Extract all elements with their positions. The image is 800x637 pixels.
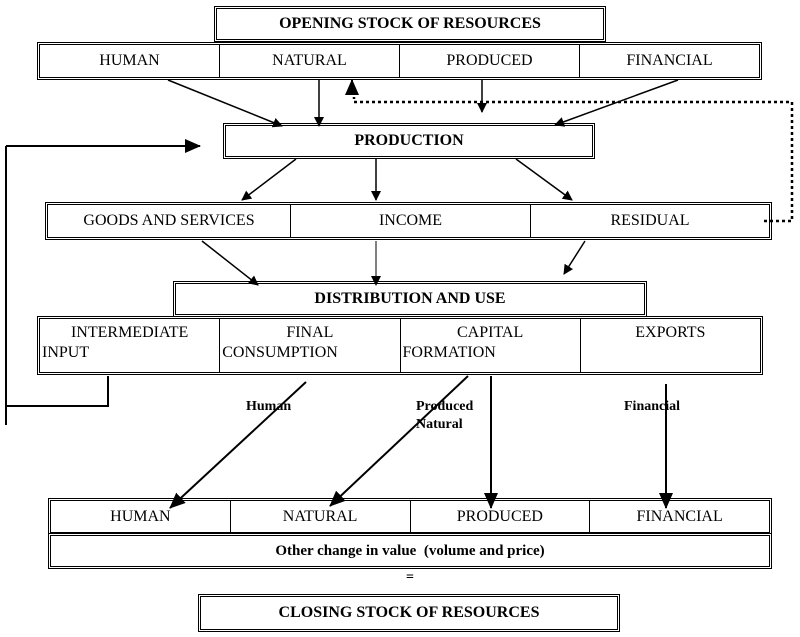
- flow-label-produced: Produced: [416, 399, 474, 414]
- production-outputs-row: GOODS AND SERVICES INCOME RESIDUAL: [45, 202, 772, 240]
- arrow-production-to-goods: [241, 158, 297, 201]
- output-goods-and-services: GOODS AND SERVICES: [48, 205, 291, 237]
- closing-stock-box: CLOSING STOCK OF RESOURCES: [198, 594, 620, 632]
- use-capital-formation: CAPITAL FORMATION: [401, 319, 581, 372]
- closing-resources-row: HUMAN NATURAL PRODUCED FINANCIAL: [48, 498, 772, 535]
- arrow-residual-to-distribution: [563, 240, 586, 275]
- arrow-capital-formation-to-natural: [329, 375, 469, 507]
- opening-stock-box: OPENING STOCK OF RESOURCES: [214, 6, 606, 42]
- distribution-title: DISTRIBUTION AND USE: [314, 290, 506, 307]
- flow-label-human: Human: [246, 399, 292, 414]
- opening-resources-row: HUMAN NATURAL PRODUCED FINANCIAL: [37, 42, 762, 80]
- uses-row: INTERMEDIATE INPUT FINAL CONSUMPTION CAP…: [37, 316, 763, 375]
- flow-label-financial: Financial: [624, 399, 681, 414]
- closing-resource-financial: FINANCIAL: [636, 507, 723, 525]
- arrow-human-to-production: [167, 79, 283, 128]
- other-change-box: Other change in value (volume and price): [48, 533, 772, 569]
- flow-label-natural: Natural: [416, 417, 463, 432]
- opening-resource-produced: PRODUCED: [400, 45, 580, 77]
- use-intermediate-input: INTERMEDIATE INPUT: [40, 319, 221, 372]
- other-change-text: Other change in value (volume and price): [275, 542, 545, 559]
- use-exports-line1: EXPORTS: [635, 324, 706, 341]
- closing-resource-natural: NATURAL: [231, 501, 411, 532]
- arrow-production-to-residual: [515, 158, 573, 201]
- production-title: PRODUCTION: [354, 132, 464, 149]
- use-capital-formation-line1: CAPITAL: [456, 324, 524, 341]
- use-final-consumption-line1: FINAL: [286, 324, 334, 341]
- use-final-consumption: FINAL CONSUMPTION: [220, 319, 401, 372]
- equals-sign: =: [406, 570, 414, 585]
- opening-resource-natural: NATURAL: [220, 45, 400, 77]
- opening-stock-title: OPENING STOCK OF RESOURCES: [279, 15, 541, 32]
- distribution-box: DISTRIBUTION AND USE: [173, 281, 647, 317]
- output-residual: RESIDUAL: [610, 212, 690, 229]
- production-box: PRODUCTION: [223, 123, 595, 159]
- arrow-goods-to-distribution: [201, 240, 259, 286]
- output-income: INCOME: [291, 205, 531, 237]
- closing-resource-human: HUMAN: [51, 501, 231, 532]
- closing-stock-title: CLOSING STOCK OF RESOURCES: [278, 604, 540, 621]
- use-exports: EXPORTS: [581, 319, 760, 372]
- opening-resource-financial: FINANCIAL: [626, 52, 713, 69]
- intermediate-input-feedback-line: [6, 376, 109, 407]
- closing-resource-produced: PRODUCED: [411, 501, 591, 532]
- opening-resource-human: HUMAN: [40, 45, 220, 77]
- use-final-consumption-line2: CONSUMPTION: [222, 344, 338, 361]
- use-intermediate-input-line2: INPUT: [42, 344, 90, 361]
- use-intermediate-input-line1: INTERMEDIATE: [70, 324, 189, 341]
- arrow-financial-to-production: [554, 79, 679, 127]
- use-capital-formation-line2: FORMATION: [402, 344, 496, 361]
